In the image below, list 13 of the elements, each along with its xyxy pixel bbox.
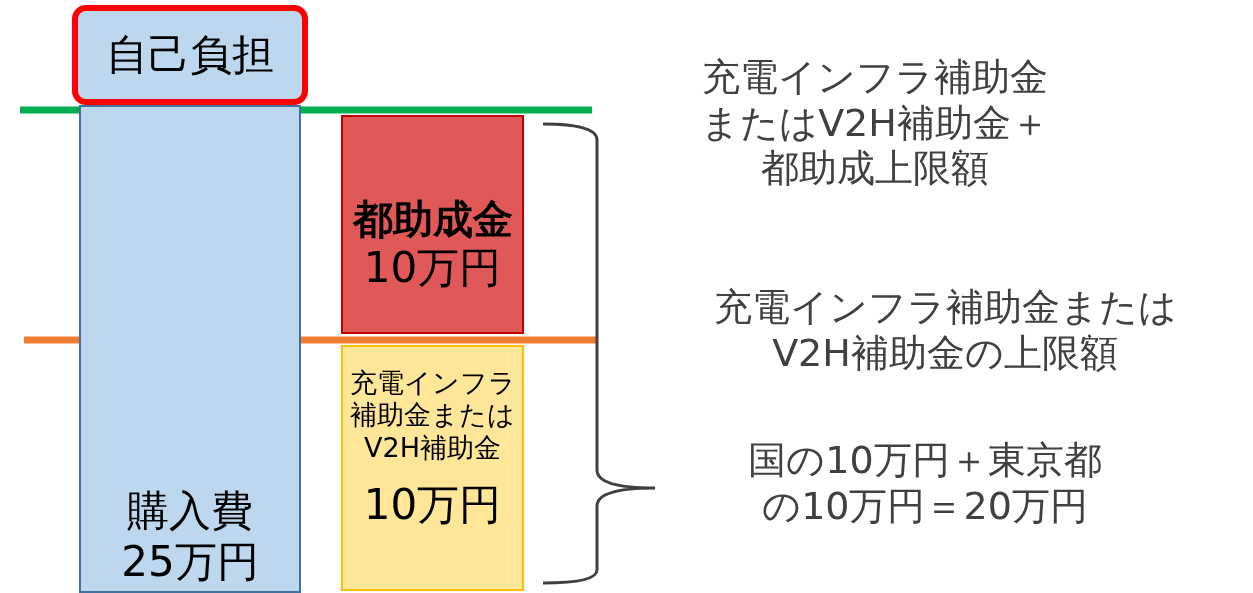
amount-text: 10万円 <box>362 243 503 294</box>
box-text: 自己負担 <box>105 29 275 81</box>
box-text: 充電インフラ補助金またはV2H補助金 <box>348 367 517 465</box>
bar <box>79 105 301 593</box>
amount-text: 10万円 <box>362 480 503 531</box>
subsidy-box <box>341 345 524 591</box>
box-text: 購入費25万円 <box>120 486 260 587</box>
label-box <box>72 5 308 105</box>
note-text: 充電インフラ補助金またはV2H補助金＋都助成上限額 <box>700 55 1050 192</box>
note-text: 国の10万円＋東京都の10万円＝20万円 <box>747 438 1103 530</box>
note-text: 充電インフラ補助金またはV2H補助金の上限額 <box>712 285 1178 377</box>
grant-box <box>341 115 524 334</box>
box-text: 都助成金 <box>351 195 514 244</box>
